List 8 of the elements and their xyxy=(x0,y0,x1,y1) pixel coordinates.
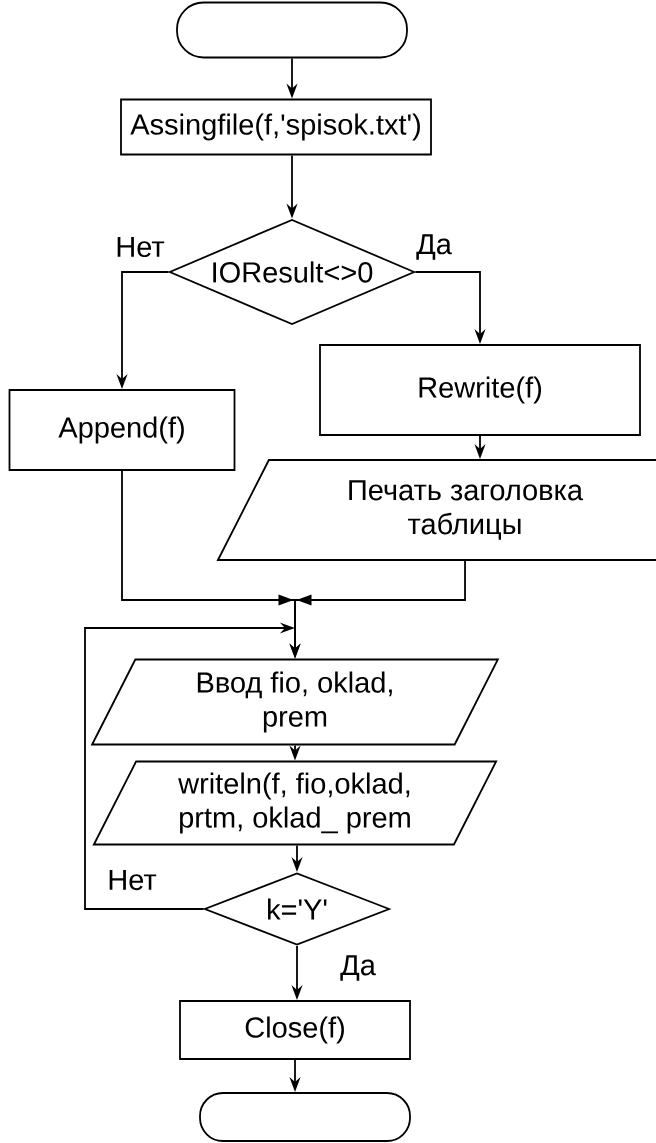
process-box: Assingfile(f,'spisok.txt') xyxy=(120,98,432,156)
edge-label: Да xyxy=(339,954,377,982)
edge-label: Нет xyxy=(106,868,158,892)
process-box: Append(f) xyxy=(8,389,236,471)
process-box: Close(f) xyxy=(179,1000,411,1060)
edge-label: Да xyxy=(415,233,453,261)
process-box: Rewrite(f) xyxy=(319,344,641,436)
edge-label: Нет xyxy=(114,235,166,259)
